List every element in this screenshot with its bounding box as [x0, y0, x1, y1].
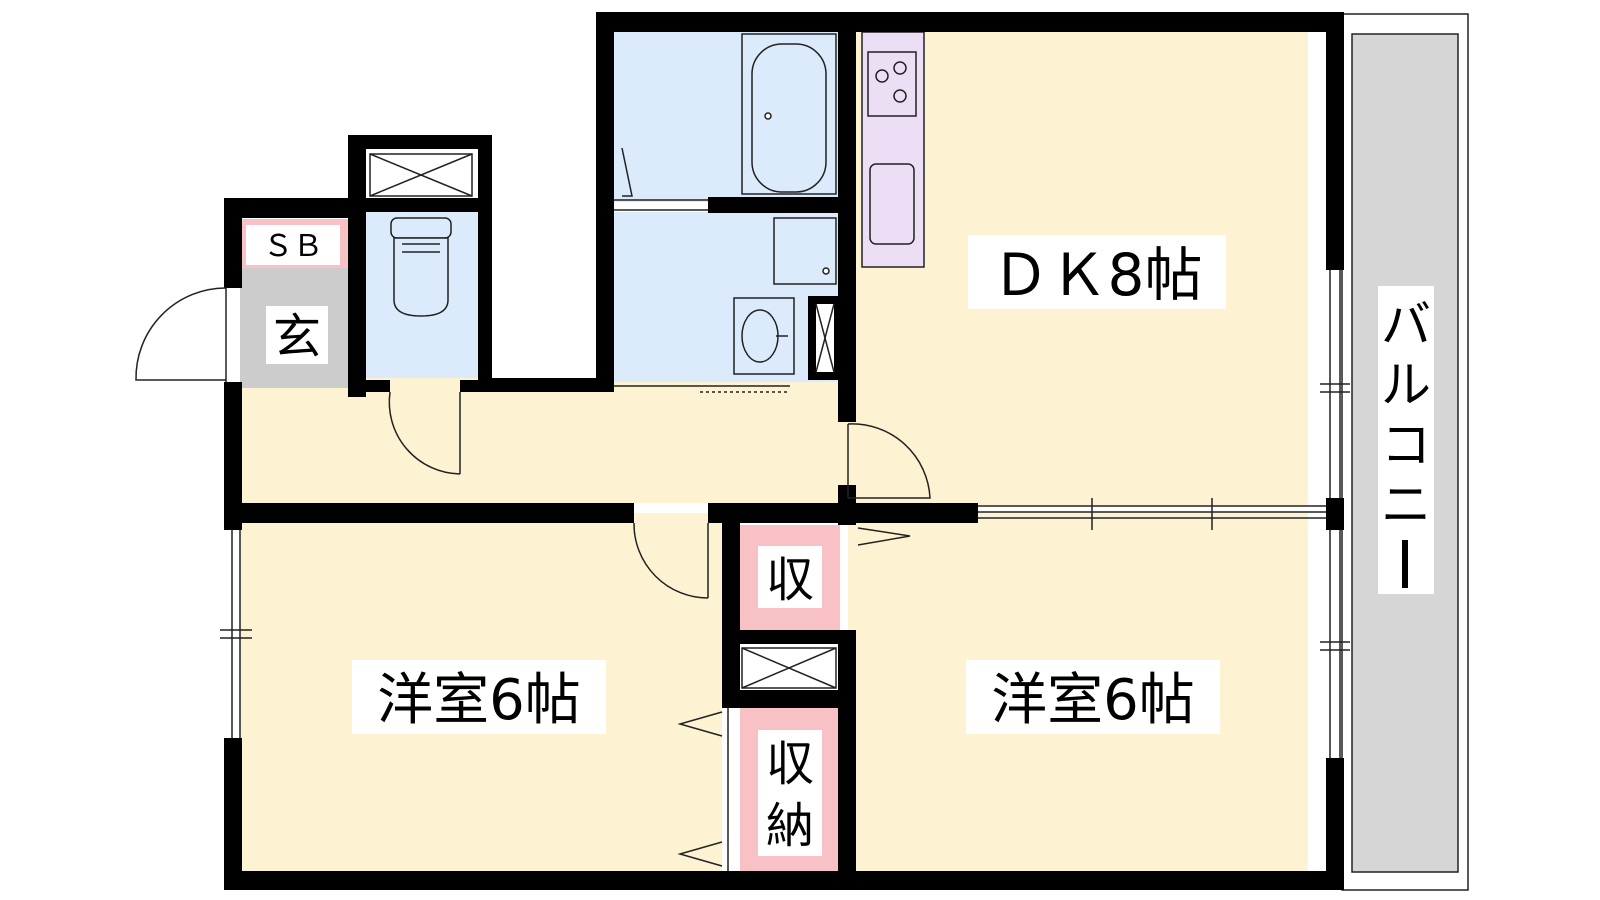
wall-left-2: [224, 382, 242, 530]
storage-small-label: 収: [766, 552, 814, 608]
stove-burners: [867, 51, 917, 117]
wall-storage-top-2: [722, 690, 856, 708]
balcony-label-1: バ: [1381, 296, 1431, 354]
western-room-left-label: 洋室6帖: [377, 668, 581, 733]
doors: [135, 147, 931, 871]
room-labels: ＳＢ 玄 ＤＫ8帖 洋室6帖 洋室6帖 収 収 納 バ ル コ ニ: [246, 225, 1431, 856]
wall-right-1: [1326, 12, 1344, 270]
balcony-label-3: コ: [1381, 416, 1431, 474]
balcony-label-4: ニ: [1381, 476, 1431, 534]
shoebox-label: ＳＢ: [263, 229, 323, 264]
wall-storage-closet-side: [722, 644, 740, 708]
wall-wetblock-left: [596, 12, 614, 392]
wall-top: [596, 12, 1344, 32]
fixtures: [390, 33, 917, 375]
wall-mid-left: [224, 503, 634, 523]
closet-crosses: [369, 153, 842, 689]
storage-large-label-1: 収: [766, 736, 814, 792]
wall-wet-right: [838, 12, 856, 422]
corridor-floor: [240, 378, 848, 503]
toilet: [390, 217, 452, 239]
wall-left-3: [224, 738, 242, 890]
wall-toilet-mid: [348, 198, 492, 212]
wall-toilet-bottom-l: [348, 380, 390, 392]
wall-bottom: [224, 871, 1344, 890]
wall-left-1: [224, 198, 242, 288]
western-room-right-label: 洋室6帖: [991, 668, 1195, 733]
wall-toilet-top: [348, 135, 492, 149]
wall-mid-center: [708, 503, 978, 523]
dk-label: ＤＫ8帖: [992, 241, 1203, 309]
wall-bath-divider: [708, 197, 840, 213]
balcony-label-5: [1402, 540, 1408, 588]
wall-toilet-left: [348, 135, 366, 397]
wall-storage-bottom-1: [722, 630, 856, 644]
wall-toilet-right: [478, 135, 492, 392]
balcony: [1341, 13, 1469, 891]
kitchen-sink: [869, 163, 915, 245]
storage-large-label-2: 納: [766, 798, 814, 854]
wall-mid-right-stub: [1326, 503, 1344, 523]
room-fills: [240, 30, 1308, 873]
wall-right-3: [1326, 758, 1344, 890]
windows: [220, 270, 1350, 758]
entrance-label: 玄: [273, 309, 321, 365]
wall-toilet-bottom-r: [460, 380, 492, 392]
closet-wash: [808, 296, 842, 380]
balcony-label-2: ル: [1381, 356, 1431, 414]
wall-entrance-top: [224, 198, 366, 218]
wall-corridor-top: [478, 378, 614, 392]
wall-storage-right: [838, 630, 856, 890]
walls: [224, 12, 1344, 890]
